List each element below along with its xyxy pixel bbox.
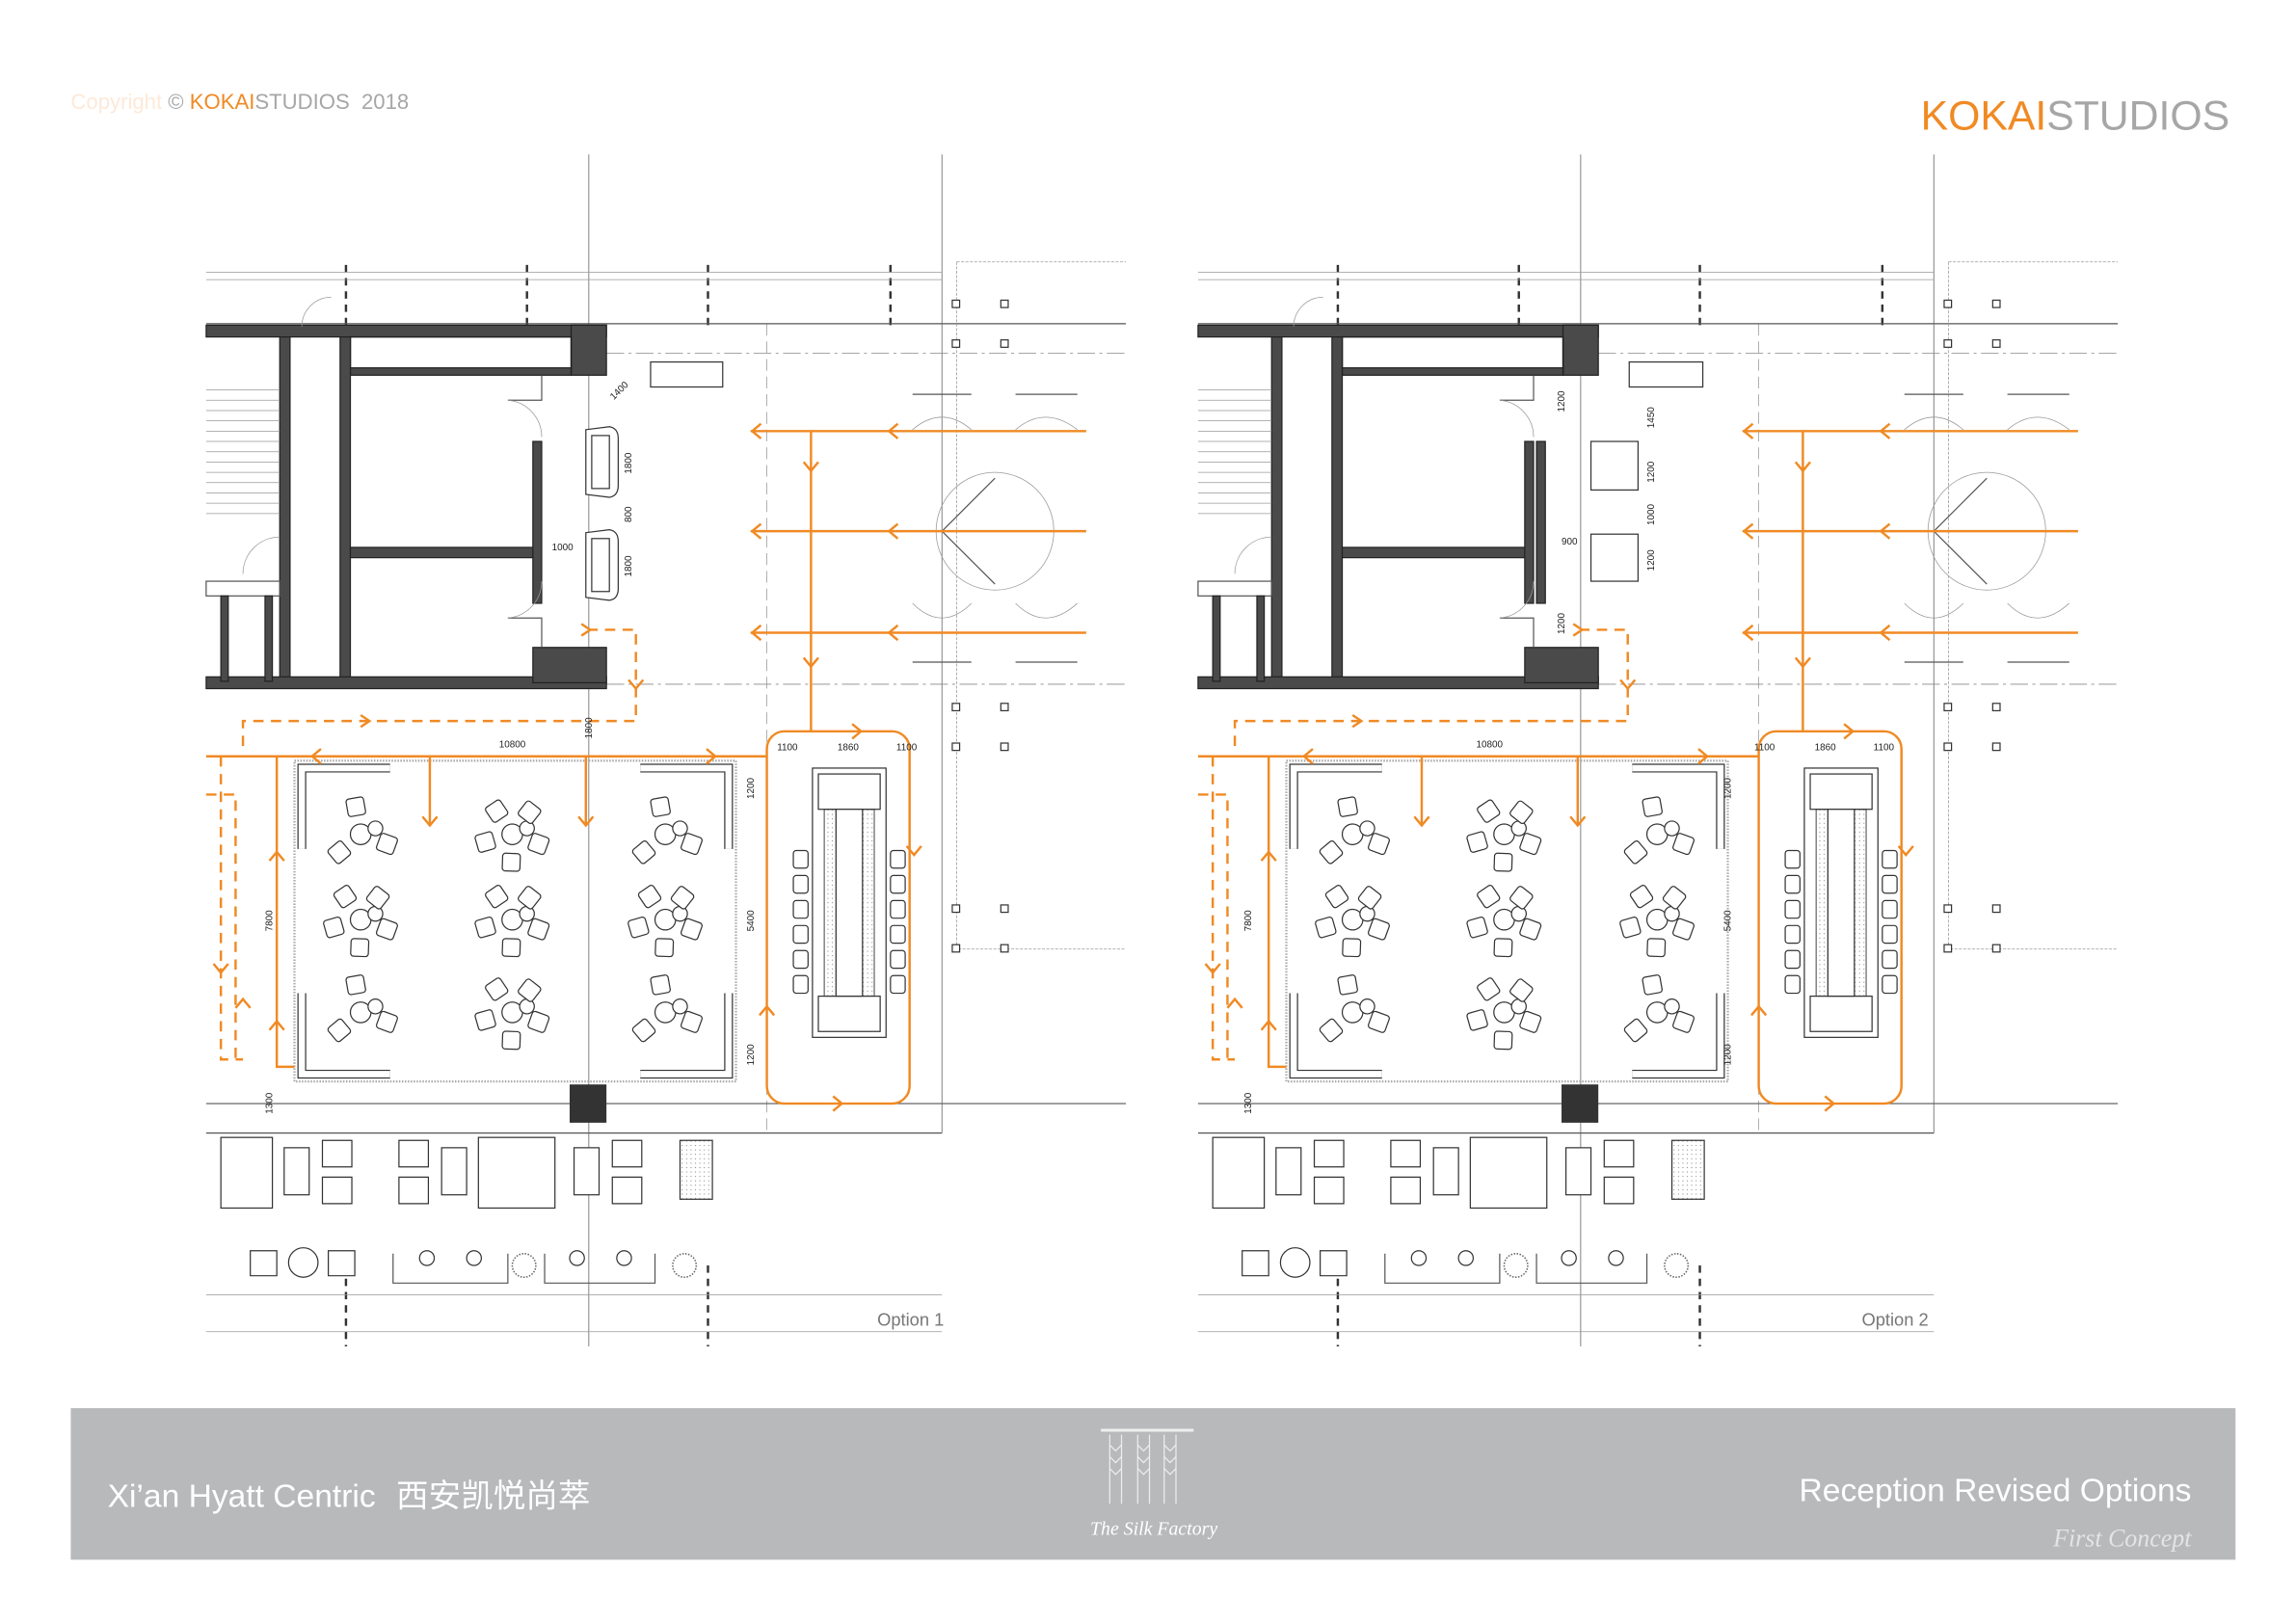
dim-label: 1200 xyxy=(1723,1044,1734,1066)
dim-label: 1000 xyxy=(1646,504,1657,526)
dim-label: 1200 xyxy=(1723,777,1734,799)
copyright-word: Copyright xyxy=(70,90,162,114)
dim-label: 900 xyxy=(1562,537,1578,547)
footer-band: Xi’an Hyatt Centric 西安凯悦尚萃 The Silk Facto… xyxy=(70,1408,2236,1560)
dim-label: 1100 xyxy=(1874,743,1895,754)
dimensions-option-2: 1200 1450 1200 1000 1200 900 1200 10800 … xyxy=(1243,390,1895,1114)
project-title-cn: 西安凯悦尚萃 xyxy=(396,1477,590,1514)
dim-label: 1200 xyxy=(1557,390,1567,412)
dim-label: 1200 xyxy=(1646,461,1657,483)
floor-plan-option-1: 1400 1800 800 1800 1000 1800 10800 1100 … xyxy=(206,154,1126,1346)
dim-label: 5400 xyxy=(1723,910,1734,932)
dim-label: 1860 xyxy=(1815,743,1837,754)
dim-label: 7800 xyxy=(1243,910,1254,932)
dim-label: 1800 xyxy=(584,717,595,739)
dim-label: 1450 xyxy=(1646,407,1657,429)
silk-factory-logo: The Silk Factory xyxy=(1090,1428,1217,1539)
dim-label: 1000 xyxy=(552,543,574,553)
kokai-logo: KOKAISTUDIOS xyxy=(1921,93,2230,139)
dim-label: 1800 xyxy=(624,452,634,474)
dim-label: 1100 xyxy=(1754,743,1775,754)
dim-label: 5400 xyxy=(746,910,757,932)
dim-label: 1300 xyxy=(265,1092,276,1114)
dim-label: 1200 xyxy=(1557,612,1567,634)
copyright-symbol: © xyxy=(168,90,183,114)
logo-grey: STUDIOS xyxy=(2046,93,2229,139)
section-title: Reception Revised Options xyxy=(1800,1473,2192,1508)
brand-grey: STUDIOS xyxy=(254,90,349,114)
dim-label: 1400 xyxy=(608,380,631,403)
dim-label: 1800 xyxy=(624,555,634,577)
project-title: Xi’an Hyatt Centric 西安凯悦尚萃 xyxy=(108,1477,591,1514)
copyright-year: 2018 xyxy=(361,90,409,114)
dim-label: 7800 xyxy=(265,910,276,932)
reception-sofas xyxy=(585,360,724,601)
dimensions-option-1: 1400 1800 800 1800 1000 1800 10800 1100 … xyxy=(265,380,918,1114)
project-title-en: Xi’an Hyatt Centric xyxy=(108,1478,376,1514)
option-label: Option 2 xyxy=(1861,1310,1928,1330)
logo-orange: KOKAI xyxy=(1921,93,2047,139)
silk-factory-text: The Silk Factory xyxy=(1090,1518,1217,1539)
copyright-line: Copyright © KOKAISTUDIOS 2018 xyxy=(70,90,409,114)
option-label: Option 1 xyxy=(877,1310,944,1330)
dim-label: 1200 xyxy=(746,1044,757,1066)
dim-label: 1300 xyxy=(1243,1092,1254,1114)
dim-label: 1860 xyxy=(838,743,860,754)
brand-orange: KOKAI xyxy=(190,90,255,114)
dim-label: 1200 xyxy=(746,777,757,799)
dim-label: 800 xyxy=(624,506,634,522)
dim-label: 1100 xyxy=(896,743,918,754)
reception-desks xyxy=(1535,360,1704,604)
dim-label: 10800 xyxy=(499,740,526,751)
dim-label: 10800 xyxy=(1476,740,1503,751)
dim-label: 1200 xyxy=(1646,549,1657,572)
dim-label: 1100 xyxy=(777,743,798,754)
overlay-text: First Concept xyxy=(2052,1525,2192,1553)
floor-plan-option-2: 1200 1450 1200 1000 1200 900 1200 10800 … xyxy=(1198,154,2118,1346)
